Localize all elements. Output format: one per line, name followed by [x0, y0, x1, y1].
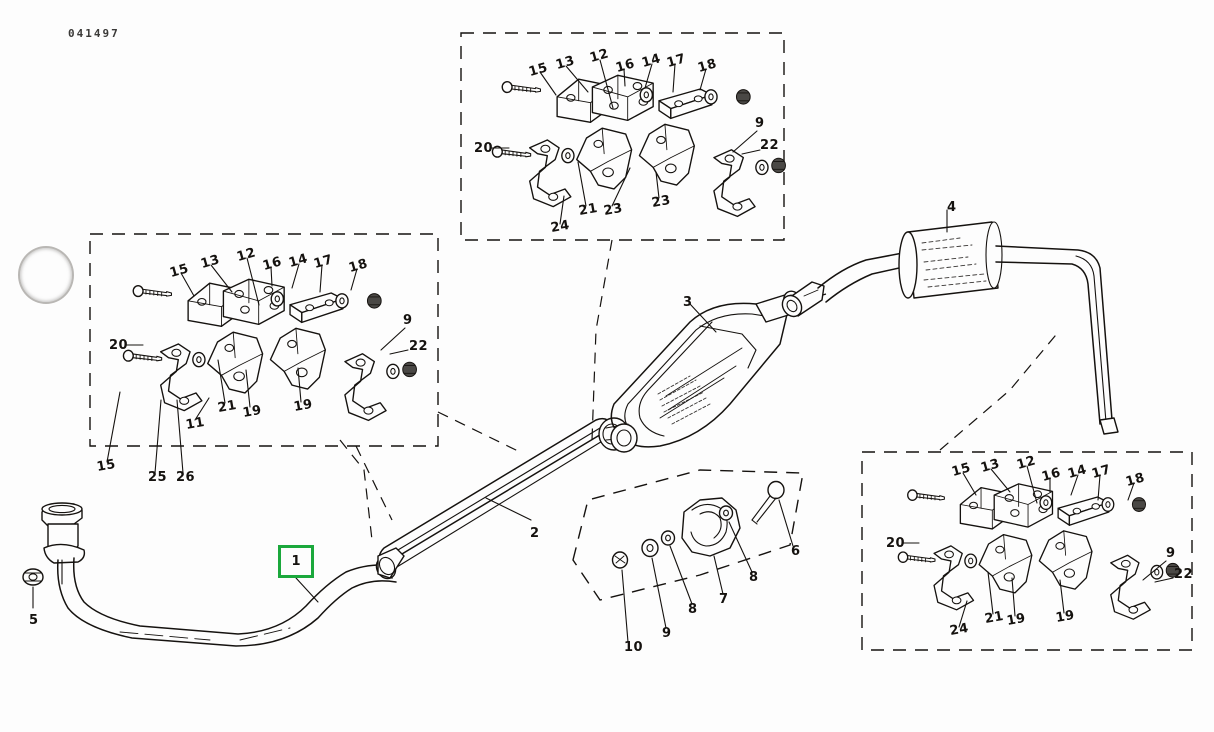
detail-left-callout-15b: 15 [95, 456, 117, 475]
detail-left-callout-26: 26 [176, 470, 196, 485]
detail-left-callout-19b: 19 [292, 396, 314, 415]
detail-right-callout-20: 20 [886, 536, 906, 551]
detail-top-callout-21: 21 [577, 200, 599, 219]
detail-right-callout-22: 22 [1174, 567, 1194, 582]
detail-left-callout-9: 9 [403, 313, 413, 328]
detail-right-callout-19: 19 [1005, 610, 1027, 629]
detail-left-callout-21: 21 [216, 397, 238, 416]
hole-punch-mark [18, 246, 74, 304]
detail-left-callout-25: 25 [148, 470, 168, 485]
detail-right-callout-19b: 19 [1054, 607, 1076, 626]
detail-box-top-frame [460, 32, 785, 441]
callout-2: 2 [530, 526, 540, 541]
detail-left-callout-22: 22 [409, 339, 429, 354]
detail-box-left-frame [89, 233, 521, 521]
part-intermediate-pipe [375, 417, 630, 580]
detail-bottom-callout-10: 10 [624, 640, 644, 655]
detail-bottom-callout-8b: 8 [749, 570, 759, 585]
callout-4: 4 [947, 200, 957, 215]
callout-3: 3 [683, 295, 693, 310]
detail-top-callout-24: 24 [549, 217, 571, 236]
detail-top-callout-9: 9 [755, 116, 765, 131]
callout-5: 5 [29, 613, 39, 628]
detail-left-callout-19: 19 [241, 402, 263, 421]
detail-top-callout-23b: 23 [650, 192, 672, 211]
detail-right-callout-9: 9 [1166, 546, 1176, 561]
part-front-exhaust-pipe [22, 502, 399, 647]
detail-bottom-callout-9: 9 [662, 626, 672, 641]
detail-top-callout-22: 22 [760, 138, 780, 153]
callout-1-label: 1 [291, 554, 301, 569]
detail-bottom-callout-6: 6 [791, 544, 801, 559]
detail-left-callout-20: 20 [109, 338, 129, 353]
detail-top-callout-23: 23 [602, 200, 624, 219]
detail-box-bottom-frame [572, 469, 804, 643]
detail-right-callout-24: 24 [948, 620, 970, 639]
detail-top-callout-20: 20 [474, 141, 494, 156]
detail-bottom-callout-7: 7 [719, 592, 729, 607]
detail-right-callout-21: 21 [983, 608, 1005, 627]
part-tailpipe-resonator [781, 209, 1119, 435]
detail-bottom-callout-8: 8 [688, 602, 698, 617]
selected-part-highlight[interactable]: 1 [278, 545, 314, 578]
part-sealing-ring [22, 568, 44, 586]
detail-left-callout-11: 11 [184, 414, 206, 433]
sheet-number: 041497 [68, 27, 120, 40]
detail-box-right-frame [861, 329, 1193, 651]
